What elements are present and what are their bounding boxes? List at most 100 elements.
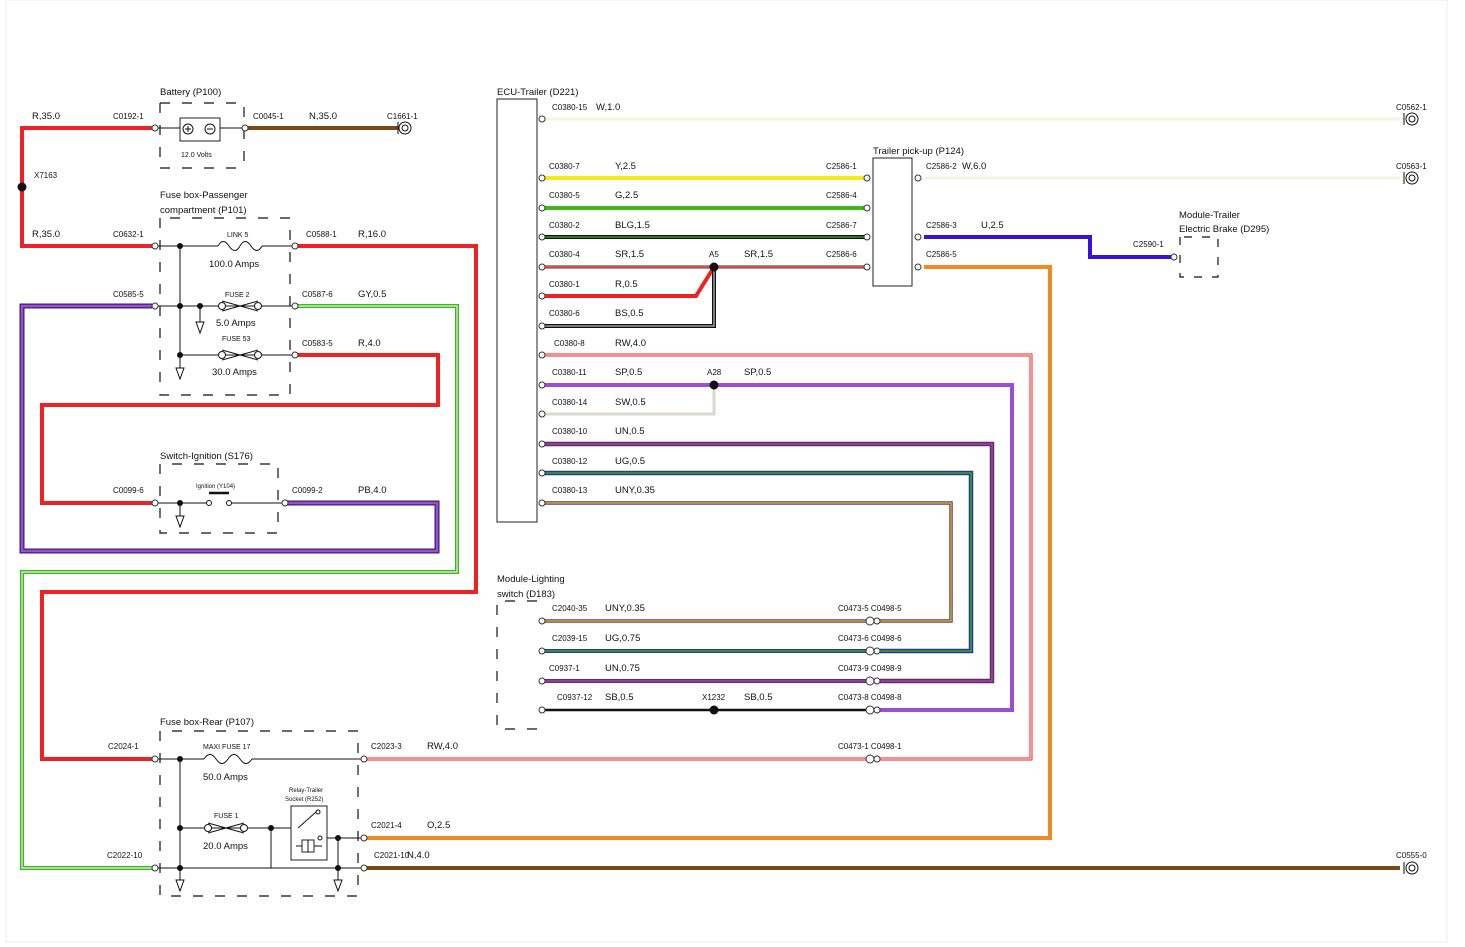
wire-sp05 xyxy=(542,383,1014,712)
label-c1661-1: C1661-1 xyxy=(387,112,418,121)
wire-label-rw40-rear: RW,4.0 xyxy=(427,741,458,752)
wire-label-ug075: UG,0.75 xyxy=(605,633,640,644)
label-c0380-6: C0380-6 xyxy=(549,309,580,318)
battery-title: Battery (P100) xyxy=(160,87,221,98)
wire-u25 xyxy=(924,235,1172,259)
label-c0585-5: C0585-5 xyxy=(113,290,144,299)
wire-label-w10: W,1.0 xyxy=(596,102,620,113)
label-c0562-1: C0562-1 xyxy=(1396,103,1427,112)
fuse-box-rear: Fuse box-Rear (P107) MAXI FUSE 17 50. xyxy=(158,717,362,897)
battery-voltage: 12.0 Volts xyxy=(181,152,212,159)
wire-r40 xyxy=(40,353,440,505)
label-c2590-1: C2590-1 xyxy=(1133,240,1164,249)
label-c0473-5: C0473-5 C0498-5 xyxy=(838,604,902,613)
module-lighting-switch: Module-Lighting switch (D183) xyxy=(496,574,565,730)
label-a28: A28 xyxy=(707,368,722,377)
relay-label-2: Socket (R252) xyxy=(285,797,323,803)
label-c0099-2: C0099-2 xyxy=(292,486,323,495)
label-c2586-1: C2586-1 xyxy=(826,162,857,171)
relay-label-1: Relay-Trailer xyxy=(289,788,323,794)
wire-label-r16: R,16.0 xyxy=(358,229,386,240)
wire-un05-stripe xyxy=(542,443,993,682)
fuse2-label: FUSE 2 xyxy=(225,292,250,299)
link5-label: LINK 5 xyxy=(227,232,249,239)
wire-label-r05: R,0.5 xyxy=(615,279,638,290)
wire-label-bs05: BS,0.5 xyxy=(615,308,644,319)
label-c0045-1: C0045-1 xyxy=(253,112,284,121)
wire-label-y25: Y,2.5 xyxy=(615,161,636,172)
wire-label-sr15-a: SR,1.5 xyxy=(615,249,644,260)
wire-label-uny035-l: UNY,0.35 xyxy=(605,603,645,614)
wire-label-rw40-ecu: RW,4.0 xyxy=(615,338,646,349)
label-c2023-3: C2023-3 xyxy=(371,742,402,751)
fuse1-label: FUSE 1 xyxy=(214,813,239,820)
wire-label-sp05-b: SP,0.5 xyxy=(744,367,771,378)
wire-label-r35-top: R,35.0 xyxy=(32,111,60,122)
wire-label-r35-mid: R,35.0 xyxy=(32,229,60,240)
wire-ug05 xyxy=(542,470,974,654)
wire-label-n40: N,4.0 xyxy=(407,850,430,861)
label-c0380-14: C0380-14 xyxy=(552,398,588,407)
wire-r05 xyxy=(542,265,716,298)
fuse-box-rear-title: Fuse box-Rear (P107) xyxy=(160,717,254,728)
label-c0583-5: C0583-5 xyxy=(302,339,333,348)
wire-label-u25: U,2.5 xyxy=(981,220,1004,231)
label-c0192-1: C0192-1 xyxy=(113,112,144,121)
label-c0473-9: C0473-9 C0498-9 xyxy=(838,664,902,673)
wire-ug05-stripe xyxy=(542,472,972,652)
label-a5: A5 xyxy=(709,250,719,259)
fuse1-rating: 20.0 Amps xyxy=(203,841,248,852)
wire-label-pb40: PB,4.0 xyxy=(358,485,387,496)
ground-terminals xyxy=(397,112,1419,875)
module-trailer-brake: Module-Trailer Electric Brake (D295) xyxy=(1179,210,1269,278)
label-c0632-1: C0632-1 xyxy=(113,230,144,239)
label-c0587-6: C0587-6 xyxy=(302,290,333,299)
ecu-trailer: ECU-Trailer (D221) xyxy=(496,87,578,523)
wire-o25 xyxy=(364,265,1052,840)
label-c2586-7: C2586-7 xyxy=(826,221,857,230)
wire-label-ug05: UG,0.5 xyxy=(615,456,645,467)
label-c0380-7: C0380-7 xyxy=(549,162,580,171)
label-c2040-35: C2040-35 xyxy=(552,604,588,613)
label-c0380-8: C0380-8 xyxy=(554,339,585,348)
label-c0937-12: C0937-12 xyxy=(557,693,593,702)
label-x7163: X7163 xyxy=(34,171,58,180)
label-c0380-1: C0380-1 xyxy=(549,280,580,289)
label-c0380-11: C0380-11 xyxy=(552,368,587,377)
wire-label-uny035: UNY,0.35 xyxy=(615,485,655,496)
label-c0380-4: C0380-4 xyxy=(549,250,580,259)
ground-c0563 xyxy=(1403,171,1419,185)
wire-rw40-ecu-stripe xyxy=(542,354,1032,760)
label-c2024-1: C2024-1 xyxy=(108,742,139,751)
label-c0563-1: C0563-1 xyxy=(1396,162,1427,171)
label-c2586-6: C2586-6 xyxy=(826,250,857,259)
fuse2-rating: 5.0 Amps xyxy=(216,318,256,329)
battery-component: Battery (P100) 12.0 Volts xyxy=(158,87,245,169)
label-c0588-1: C0588-1 xyxy=(306,230,337,239)
wire-bs05-stripe xyxy=(542,267,715,327)
label-c0099-6: C0099-6 xyxy=(113,486,144,495)
label-c2586-4: C2586-4 xyxy=(826,191,857,200)
wire-label-sw05: SW,0.5 xyxy=(615,397,646,408)
label-c0937-1: C0937-1 xyxy=(549,664,580,673)
fuse53-rating: 30.0 Amps xyxy=(212,367,257,378)
trailer-pickup: Trailer pick-up (P124) xyxy=(872,146,964,287)
wire-label-sr15-b: SR,1.5 xyxy=(744,249,773,260)
label-c0473-8: C0473-8 C0498-8 xyxy=(838,693,902,702)
ground-c0562 xyxy=(1403,112,1419,126)
wire-label-sp05-a: SP,0.5 xyxy=(615,367,642,378)
label-c2586-3: C2586-3 xyxy=(926,221,957,230)
maxi-fuse17-rating: 50.0 Amps xyxy=(203,772,248,783)
fuse-box-passenger: Fuse box-Passenger compartment (P101) LI… xyxy=(158,190,292,396)
label-c0380-12: C0380-12 xyxy=(552,457,588,466)
label-c0473-6: C0473-6 C0498-6 xyxy=(838,634,902,643)
label-c2586-2: C2586-2 xyxy=(926,162,957,171)
label-c2021-4: C2021-4 xyxy=(371,821,402,830)
wire-pb40-stripe xyxy=(20,304,439,553)
brake-module-title-1: Module-Trailer xyxy=(1179,210,1240,221)
ground-c0555 xyxy=(1403,861,1419,875)
wire-label-sb05-b: SB,0.5 xyxy=(744,692,773,703)
label-c0473-1: C0473-1 C0498-1 xyxy=(838,742,902,751)
maxi-fuse17-label: MAXI FUSE 17 xyxy=(203,744,251,751)
wire-gy05 xyxy=(20,304,459,870)
